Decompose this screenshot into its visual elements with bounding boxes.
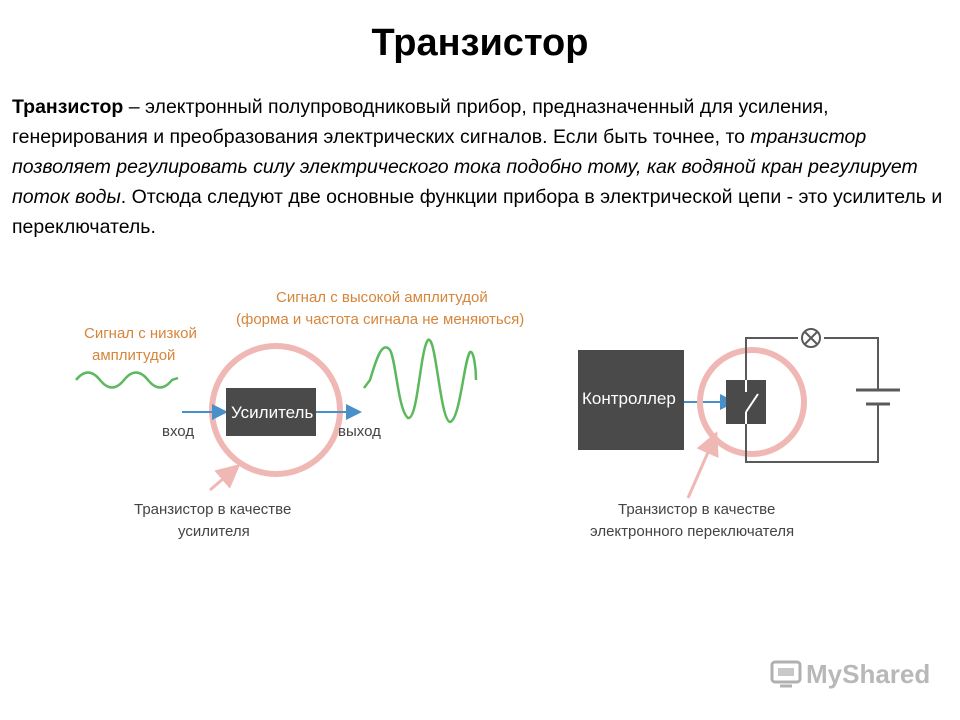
input-label: вход	[162, 423, 194, 440]
low-amplitude-wave	[75, 371, 179, 389]
circuit-wire-top	[745, 337, 879, 390]
circuit-wire-bottom	[745, 404, 879, 463]
switch-caption-line1: Транзистор в качестве	[618, 501, 775, 518]
switch-diagram: Контроллер Транзистор в качестве электро…	[578, 328, 900, 540]
low-signal-label-line1: Сигнал с низкой	[84, 325, 197, 342]
intro-text-1: – электронный полупроводниковый прибор, …	[12, 96, 829, 148]
amplifier-diagram: Сигнал с низкой амплитудой Сигнал с высо…	[75, 289, 524, 540]
controller-box	[578, 350, 684, 450]
amplifier-caption-line2: усилителя	[178, 523, 250, 540]
amplifier-box	[226, 388, 316, 436]
switch-caption-line2: электронного переключателя	[590, 523, 794, 540]
high-amplitude-wave	[363, 338, 478, 424]
intro-term: Транзистор	[12, 96, 124, 118]
transistor-diagram: Сигнал с низкой амплитудой Сигнал с высо…	[75, 289, 900, 540]
high-signal-label-line2: (форма и частота сигнала не меняються)	[236, 311, 524, 328]
controller-box-label: Контроллер	[582, 389, 676, 408]
monitor-icon	[770, 660, 802, 688]
low-signal-label-line2: амплитудой	[92, 347, 175, 364]
high-signal-label-line1: Сигнал с высокой амплитудой	[276, 289, 488, 306]
intro-paragraph: Транзистор – электронный полупроводников…	[12, 92, 952, 242]
intro-italic-text: транзистор позволяет регулировать силу э…	[12, 126, 918, 208]
switch-transistor-highlight	[697, 347, 807, 457]
battery-icon	[856, 388, 900, 406]
output-label: выход	[338, 423, 381, 440]
amplifier-box-label: Усилитель	[231, 403, 313, 422]
intro-text-2: . Отсюда следуют две основные функции пр…	[12, 186, 943, 238]
amplifier-pointer-arrow	[209, 464, 241, 492]
switch-pointer-arrow	[686, 431, 719, 499]
watermark-text: MyShared	[806, 659, 930, 689]
amplifier-caption-line1: Транзистор в качестве	[134, 501, 291, 518]
myshared-logo: MyShared	[770, 659, 930, 689]
switch-icon	[745, 380, 759, 424]
page-title: Транзистор	[371, 22, 589, 64]
lamp-icon	[801, 328, 821, 348]
